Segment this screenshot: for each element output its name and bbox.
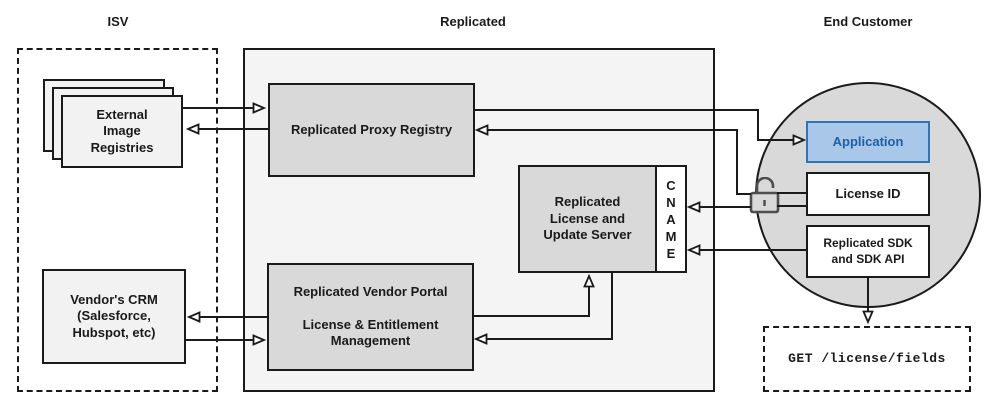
- cname-strip: C N A M E: [655, 165, 687, 273]
- vendor-portal-subtitle: License & Entitlement Management: [302, 316, 439, 349]
- end-customer-zone-title: End Customer: [823, 14, 913, 29]
- license-id-box: License ID: [806, 172, 930, 216]
- api-call-box: GET /license/fields: [763, 326, 971, 392]
- proxy-registry-box: Replicated Proxy Registry: [268, 83, 475, 177]
- vendor-portal-title: Replicated Vendor Portal: [293, 284, 448, 300]
- sdk-box: Replicated SDK and SDK API: [806, 225, 930, 278]
- license-update-server-box: Replicated License and Update Server: [518, 165, 657, 273]
- isv-zone-title: ISV: [107, 14, 129, 29]
- vendor-crm-box: Vendor's CRM (Salesforce, Hubspot, etc): [42, 269, 186, 364]
- vendor-portal-box: Replicated Vendor Portal License & Entit…: [267, 263, 474, 371]
- application-box: Application: [806, 121, 930, 163]
- replicated-zone-title: Replicated: [440, 14, 506, 29]
- unlock-icon: [749, 177, 780, 214]
- external-image-registries-box: External Image Registries: [61, 95, 183, 168]
